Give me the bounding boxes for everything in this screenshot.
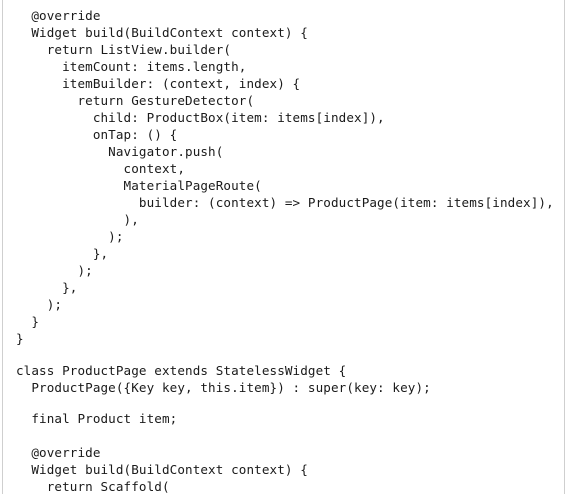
code-line: }, xyxy=(16,246,109,261)
code-line: builder: (context) => ProductPage(item: … xyxy=(16,195,554,210)
code-line: @override xyxy=(16,8,101,23)
code-line: Widget build(BuildContext context) { xyxy=(16,25,308,40)
code-line: @override xyxy=(16,445,101,460)
code-line: }, xyxy=(16,280,78,295)
code-line: onTap: () { xyxy=(16,127,178,142)
code-line: } xyxy=(16,331,24,346)
code-line: Widget build(BuildContext context) { xyxy=(16,462,308,477)
code-line: MaterialPageRoute( xyxy=(16,178,262,193)
code-line: return Scaffold( xyxy=(16,479,170,494)
code-line: Navigator.push( xyxy=(16,144,224,159)
code-line: itemCount: items.length, xyxy=(16,59,247,74)
code-line: context, xyxy=(16,161,186,176)
code-line: ); xyxy=(16,263,93,278)
code-line: ); xyxy=(16,229,124,244)
code-line: final Product item; xyxy=(16,411,178,426)
code-line: ), xyxy=(16,212,139,227)
code-line: itemBuilder: (context, index) { xyxy=(16,76,301,91)
code-line: return GestureDetector( xyxy=(16,93,255,108)
code-line: ProductPage({Key key, this.item}) : supe… xyxy=(16,380,431,395)
code-line: return ListView.builder( xyxy=(16,42,232,57)
code-line: child: ProductBox(item: items[index]), xyxy=(16,110,385,125)
code-line: ); xyxy=(16,297,63,312)
code-line: } xyxy=(16,314,40,329)
code-line: class ProductPage extends StatelessWidge… xyxy=(16,363,347,378)
